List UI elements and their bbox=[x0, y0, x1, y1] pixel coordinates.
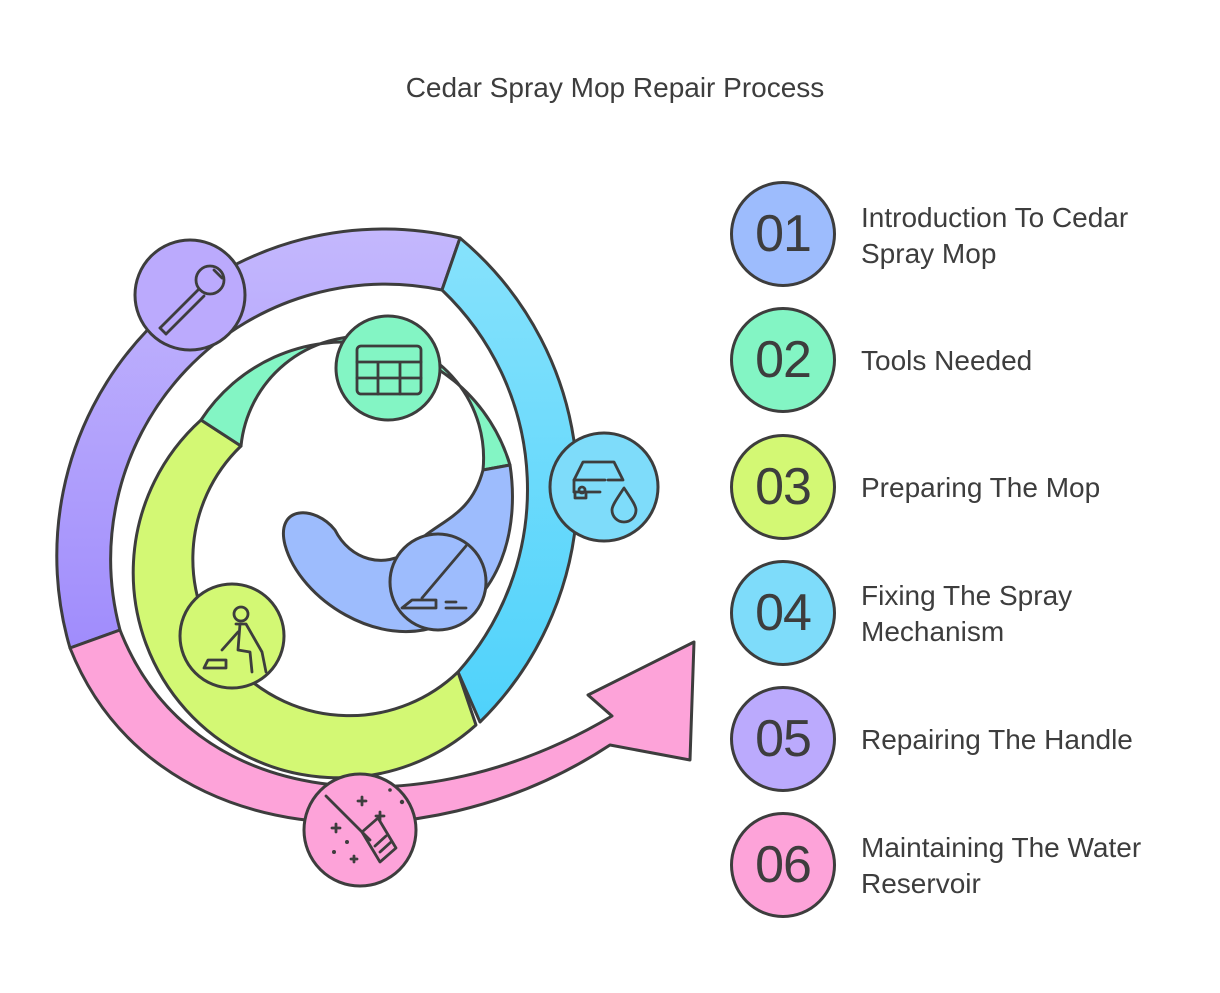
step-6: 06 Maintaining The Water Reservoir bbox=[730, 812, 1210, 922]
person-mopping-badge bbox=[178, 582, 286, 690]
step-5-label: Repairing The Handle bbox=[861, 724, 1133, 755]
spiral-diagram bbox=[55, 227, 696, 888]
step-4: 04 Fixing The Spray Mechanism bbox=[730, 560, 1210, 670]
step-3-label: Preparing The Mop bbox=[861, 472, 1101, 503]
grid-table-icon bbox=[355, 344, 423, 396]
step-2-number-circle: 02 bbox=[730, 307, 836, 413]
spiral-segment-water-reservoir bbox=[68, 628, 696, 825]
step-1: 01 Introduction To Cedar Spray Mop bbox=[730, 181, 1210, 291]
step-1-label: Introduction To Cedar Spray Mop bbox=[861, 202, 1129, 269]
step-1-number: 01 bbox=[755, 205, 812, 263]
step-6-label: Maintaining The Water Reservoir bbox=[861, 832, 1142, 899]
wrench-icon bbox=[158, 264, 226, 336]
floor-mop-badge bbox=[388, 532, 488, 632]
step-1-number-circle: 01 bbox=[730, 181, 836, 287]
step-5-number-circle: 05 bbox=[730, 686, 836, 792]
grid-badge bbox=[334, 314, 442, 422]
floor-mop-icon bbox=[400, 544, 468, 610]
step-5-number: 05 bbox=[755, 710, 812, 768]
step-3: 03 Preparing The Mop bbox=[730, 434, 1210, 544]
step-4-number: 04 bbox=[755, 584, 812, 642]
step-5: 05 Repairing The Handle bbox=[730, 686, 1210, 796]
wrench-badge bbox=[133, 238, 247, 352]
step-2-label: Tools Needed bbox=[861, 345, 1033, 376]
spiral-segment-fixing-spray bbox=[440, 236, 579, 724]
diagram-title: Cedar Spray Mop Repair Process bbox=[405, 72, 825, 103]
step-3-number: 03 bbox=[755, 458, 812, 516]
spiral-segment-tools-needed bbox=[199, 334, 512, 472]
car-wash-icon bbox=[572, 460, 638, 524]
step-4-label: Fixing The Spray Mechanism bbox=[861, 580, 1073, 647]
step-6-number-circle: 06 bbox=[730, 812, 836, 918]
step-4-number-circle: 04 bbox=[730, 560, 836, 666]
step-2: 02 Tools Needed bbox=[730, 307, 1210, 417]
step-2-number: 02 bbox=[755, 331, 812, 389]
sparkle-dots bbox=[332, 788, 405, 854]
person-mopping-icon bbox=[202, 605, 268, 674]
step-3-number-circle: 03 bbox=[730, 434, 836, 540]
car-wash-badge bbox=[548, 431, 660, 543]
step-6-number: 06 bbox=[755, 836, 812, 894]
broom-sparkles-icon bbox=[324, 794, 398, 864]
